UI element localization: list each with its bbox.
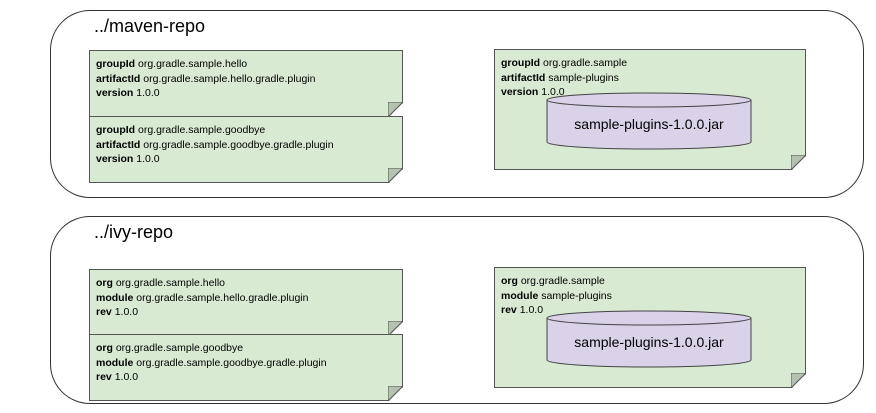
- jar-cylinder: sample-plugins-1.0.0.jar: [546, 310, 752, 368]
- source-artifact-hello: groupId org.gradle.sample.hello artifact…: [89, 50, 403, 117]
- jar-filename: sample-plugins-1.0.0.jar: [574, 116, 724, 132]
- field-row: module org.gradle.sample.hello.gradle.pl…: [96, 291, 309, 304]
- field-row: groupId org.gradle.sample.hello: [96, 58, 248, 70]
- field-row: org org.gradle.sample.goodbye: [96, 342, 244, 354]
- jar-filename: sample-plugins-1.0.0.jar: [574, 334, 724, 350]
- field-row: rev 1.0.0: [96, 306, 139, 318]
- field-row: org org.gradle.sample: [501, 275, 605, 287]
- field-row: artifactId org.gradle.sample.goodbye.gra…: [96, 138, 334, 151]
- field-row: rev 1.0.0: [96, 371, 139, 383]
- field-row: groupId org.gradle.sample.goodbye: [96, 124, 266, 136]
- field-row: org org.gradle.sample.hello: [96, 277, 225, 289]
- field-row: version 1.0.0: [96, 87, 160, 99]
- ivy-repo-container: ../ivy-repo org org.gradle.sample.hello …: [50, 216, 864, 404]
- page-fold-icon: [388, 168, 403, 183]
- page-fold-icon: [791, 155, 806, 170]
- maven-repo-container: ../maven-repo groupId org.gradle.sample.…: [50, 10, 864, 198]
- repo-title: ../maven-repo: [94, 16, 206, 36]
- source-artifact-goodbye: org org.gradle.sample.goodbye module org…: [89, 334, 403, 401]
- field-row: artifactId org.gradle.sample.hello.gradl…: [96, 72, 316, 85]
- page-fold-icon: [388, 102, 403, 117]
- field-row: rev 1.0.0: [501, 304, 544, 316]
- field-row: artifactId sample-plugins: [501, 71, 619, 84]
- target-artifact-sample-plugins: org org.gradle.sample module sample-plug…: [494, 267, 806, 388]
- jar-cylinder-shape: [546, 92, 752, 150]
- jar-cylinder: sample-plugins-1.0.0.jar: [546, 92, 752, 150]
- page-fold-icon: [388, 386, 403, 401]
- field-row: version 1.0.0: [96, 153, 160, 165]
- target-artifact-sample-plugins: groupId org.gradle.sample artifactId sam…: [494, 49, 806, 170]
- field-row: groupId org.gradle.sample: [501, 57, 628, 69]
- source-artifact-goodbye: groupId org.gradle.sample.goodbye artifa…: [89, 116, 403, 183]
- jar-cylinder-shape: [546, 310, 752, 368]
- field-row: module sample-plugins: [501, 289, 612, 302]
- page-fold-icon: [791, 373, 806, 388]
- source-artifact-hello: org org.gradle.sample.hello module org.g…: [89, 269, 403, 336]
- page-fold-icon: [388, 321, 403, 336]
- repo-title: ../ivy-repo: [94, 222, 174, 242]
- field-row: module org.gradle.sample.goodbye.gradle.…: [96, 356, 327, 369]
- field-row: version 1.0.0: [501, 86, 565, 98]
